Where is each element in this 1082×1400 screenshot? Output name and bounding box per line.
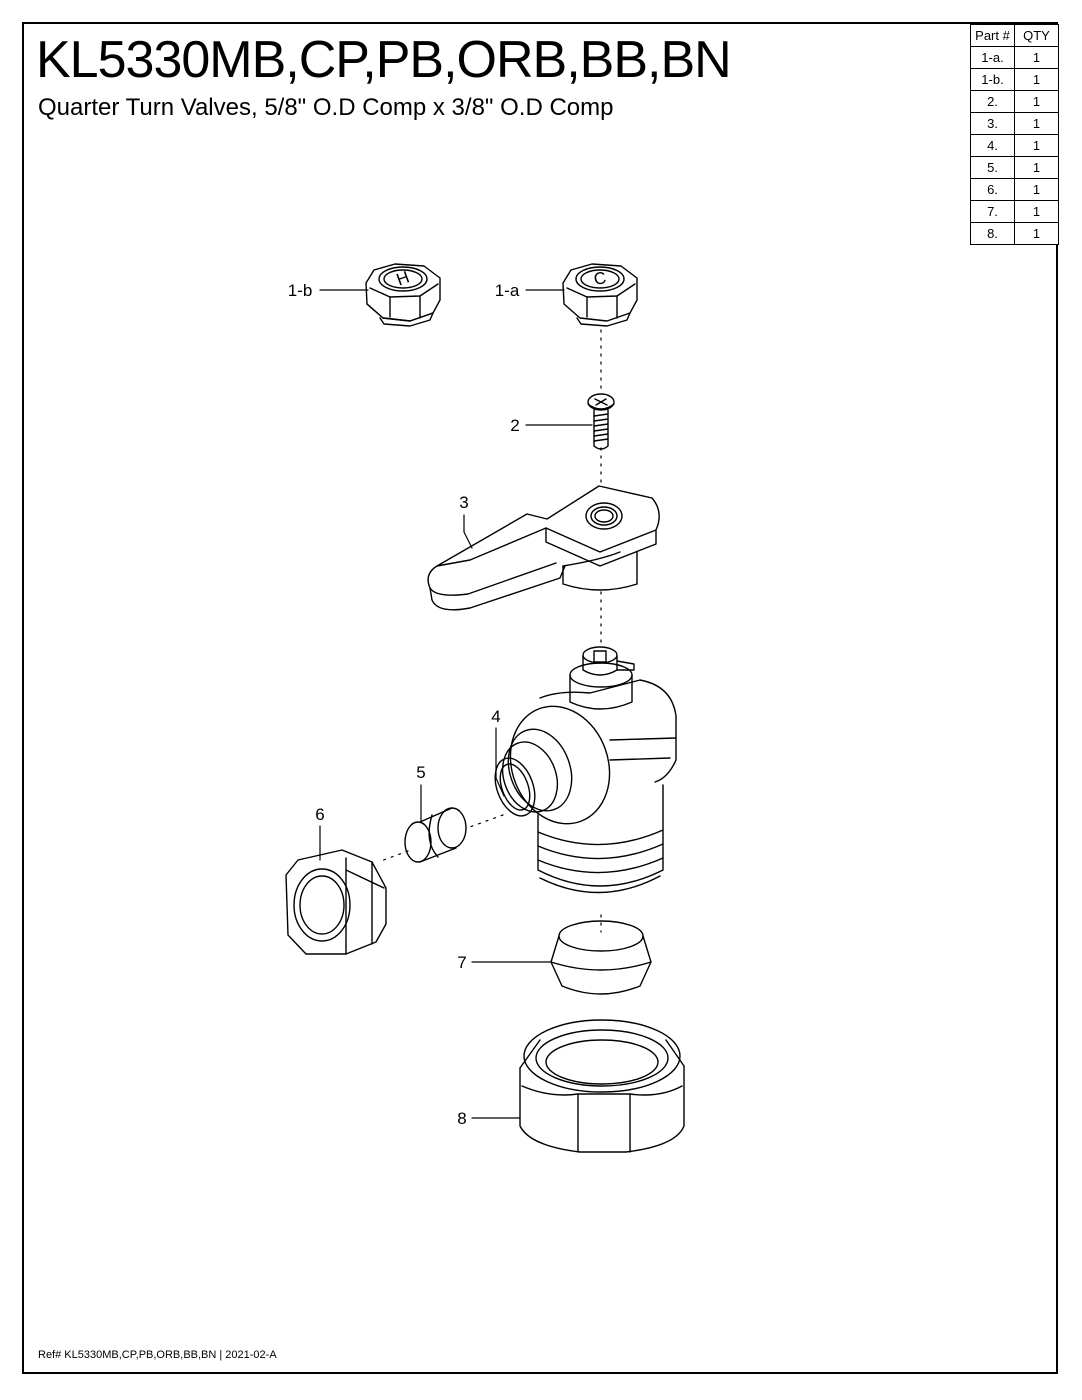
reference-footer: Ref# KL5330MB,CP,PB,ORB,BB,BN | 2021-02-…: [38, 1349, 277, 1361]
callout-1b: 1-b: [288, 281, 313, 300]
table-row: 1-a.1: [970, 46, 1059, 69]
large-nut-icon: [519, 1019, 685, 1153]
part-number: 8.: [970, 222, 1015, 245]
hot-cap-letter: H: [394, 268, 412, 290]
small-nut-icon: [285, 849, 387, 955]
table-row: 8.1: [970, 222, 1059, 245]
small-sleeve-icon: [404, 807, 467, 863]
table-row: 4.1: [970, 134, 1059, 157]
part-qty: 1: [1014, 222, 1059, 245]
leader-lines: [319, 289, 593, 1119]
callout-8: 8: [457, 1109, 466, 1128]
valve-body-icon: [494, 646, 677, 894]
callout-7: 7: [457, 953, 466, 972]
table-row: 3.1: [970, 112, 1059, 135]
header-qty: QTY: [1014, 24, 1059, 47]
callout-3: 3: [459, 493, 468, 512]
handle-icon: [427, 485, 660, 611]
assembly-center-lines: [377, 329, 602, 933]
callout-2: 2: [510, 416, 519, 435]
large-sleeve-icon: [550, 920, 652, 995]
hot-cap-icon: H: [365, 263, 441, 327]
parts-table: Part # QTY 1-a.1 1-b.1 2.1 3.1 4.1 5.1 6…: [970, 24, 1059, 245]
callout-4: 4: [491, 707, 500, 726]
table-row: 6.1: [970, 178, 1059, 201]
table-row: 1-b.1: [970, 68, 1059, 91]
screw-icon: [587, 393, 615, 450]
table-row: 2.1: [970, 90, 1059, 113]
table-row: 7.1: [970, 200, 1059, 223]
page-title: KL5330MB,CP,PB,ORB,BB,BN: [36, 31, 732, 89]
cold-cap-letter: C: [592, 268, 607, 289]
part-number: 1-b.: [970, 68, 1015, 91]
callout-1a: 1-a: [495, 281, 520, 300]
cold-cap-icon: C: [562, 263, 638, 327]
callout-5: 5: [416, 763, 425, 782]
sheet-border: [22, 22, 1058, 1374]
callout-6: 6: [315, 805, 324, 824]
page-subtitle: Quarter Turn Valves, 5/8" O.D Comp x 3/8…: [38, 94, 614, 121]
